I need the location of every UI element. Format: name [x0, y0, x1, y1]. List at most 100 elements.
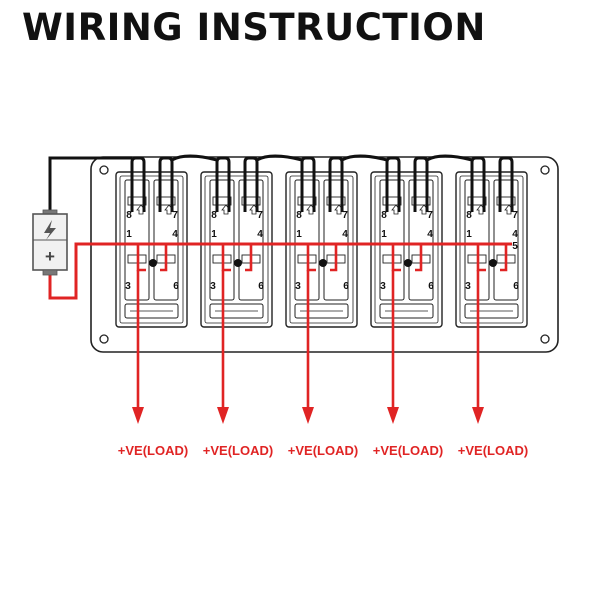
switch-inner-frame: [204, 175, 269, 324]
ground-wire-loop: [215, 156, 231, 212]
ground-wire-jumper: [426, 154, 473, 162]
ground-wire-loop: [328, 156, 344, 212]
load-label: +VE(LOAD): [288, 443, 358, 458]
terminal-tab: [411, 196, 431, 206]
ground-wire-loop: [130, 156, 146, 212]
pin-label-bottom-right: 6: [428, 281, 434, 292]
positive-wire-internal: [160, 244, 168, 272]
pin-label-top-left: 8: [381, 210, 387, 221]
pin-label-top-right: 7: [512, 210, 518, 221]
load-arrows: +VE(LOAD) +VE(LOAD) +VE(LOAD) +VE(LOAD) +VE(…: [118, 270, 528, 458]
pin-label-mid-right: 4: [427, 229, 433, 240]
ground-wire-loop: [470, 156, 486, 212]
positive-wire-internal: [415, 244, 423, 272]
pin-label-top-left: 8: [466, 210, 472, 221]
switch-inner-frame: [459, 175, 524, 324]
pin-label-mid-right: 4: [342, 229, 348, 240]
pin-label-mid-left: 1: [296, 229, 302, 240]
pin-label-bottom-right: 6: [173, 281, 179, 292]
positive-wire-internal: [245, 244, 253, 272]
pin-label-bottom-left: 3: [125, 281, 131, 292]
load-label: +VE(LOAD): [458, 443, 528, 458]
ground-wire-loop: [385, 156, 401, 212]
ground-wire-loop: [498, 156, 514, 212]
pin-label-bottom-left: 3: [295, 281, 301, 292]
positive-wire-internal: [330, 244, 338, 272]
terminal-tab: [127, 196, 147, 206]
switch-base-clip: [209, 303, 264, 319]
ground-wire-jumper: [256, 154, 303, 162]
pin-label-mid-left: 1: [466, 229, 472, 240]
terminal-column: [238, 179, 264, 301]
positive-wires: [48, 242, 512, 300]
terminal-column: [323, 179, 349, 301]
pin-label-bottom-left: 3: [210, 281, 216, 292]
rocker-switch: [455, 171, 528, 328]
pin-label-mid-right: 4: [172, 229, 178, 240]
pin-2-junction-dot: [149, 259, 157, 267]
terminal-tab: [156, 196, 176, 206]
positive-bus-wire: [48, 242, 512, 300]
load-arrow-head-icon: [387, 407, 399, 424]
rocker-switch: [370, 171, 443, 328]
pin-label-top-right: 7: [172, 210, 178, 221]
pin-label-bottom-left: 3: [465, 281, 471, 292]
pin-label-mid-left: 1: [126, 229, 132, 240]
switch-base-clip: [464, 303, 519, 319]
terminal-tab: [212, 196, 232, 206]
terminal-tab: [382, 196, 402, 206]
load-arrow-head-icon: [217, 407, 229, 424]
terminal-column: [493, 179, 519, 301]
pin-label-bottom-left: 3: [380, 281, 386, 292]
load-arrow-head-icon: [472, 407, 484, 424]
load-arrow-head-icon: [302, 407, 314, 424]
load-label: +VE(LOAD): [118, 443, 188, 458]
pin-2-junction-dot: [234, 259, 242, 267]
rocker-switch: [285, 171, 358, 328]
pin-label-mid-right: 4: [257, 229, 263, 240]
load-label: +VE(LOAD): [203, 443, 273, 458]
terminal-column: [153, 179, 179, 301]
rocker-switch: [200, 171, 273, 328]
switch-inner-frame: [119, 175, 184, 324]
pin-2-junction-dot: [489, 259, 497, 267]
ground-wire-loop: [158, 156, 174, 212]
rocker-switch: [115, 171, 188, 328]
ground-wire-loop: [413, 156, 429, 212]
pin-label-top-right: 7: [257, 210, 263, 221]
terminal-column: [408, 179, 434, 301]
pin-2-junction-dot: [404, 259, 412, 267]
pin-label-bottom-right: 6: [343, 281, 349, 292]
pin-label-top-left: 8: [126, 210, 132, 221]
pin-label-top-right: 7: [342, 210, 348, 221]
pin-label-top-left: 8: [296, 210, 302, 221]
page-title: WIRING INSTRUCTION: [22, 6, 486, 49]
pin-label-mid-left: 1: [211, 229, 217, 240]
switch-base-clip: [294, 303, 349, 319]
switches-layer: [115, 171, 528, 328]
switch-inner-frame: [289, 175, 354, 324]
load-label: +VE(LOAD): [373, 443, 443, 458]
terminal-tab: [241, 196, 261, 206]
battery-terminal: [42, 269, 58, 276]
terminal-tab: [496, 196, 516, 206]
pin-label-bottom-right: 6: [513, 281, 519, 292]
panel-screw-hole: [540, 165, 550, 175]
terminal-tab: [467, 196, 487, 206]
ground-main-wire: [48, 156, 132, 210]
terminal-tab: [297, 196, 317, 206]
ground-wire-jumper: [341, 154, 388, 162]
battery-plus-symbol: +: [45, 247, 55, 266]
pin-label-mid-right: 4: [512, 229, 518, 240]
ground-wire-loop: [300, 156, 316, 212]
pin-2-junction-dot: [319, 259, 327, 267]
panel-screw-hole: [99, 334, 109, 344]
positive-wire-internal: [500, 244, 508, 272]
load-arrow-head-icon: [132, 407, 144, 424]
switch-base-clip: [124, 303, 179, 319]
panel-screw-hole: [99, 165, 109, 175]
ground-wire-loop: [243, 156, 259, 212]
pin-label-bottom-right: 6: [258, 281, 264, 292]
